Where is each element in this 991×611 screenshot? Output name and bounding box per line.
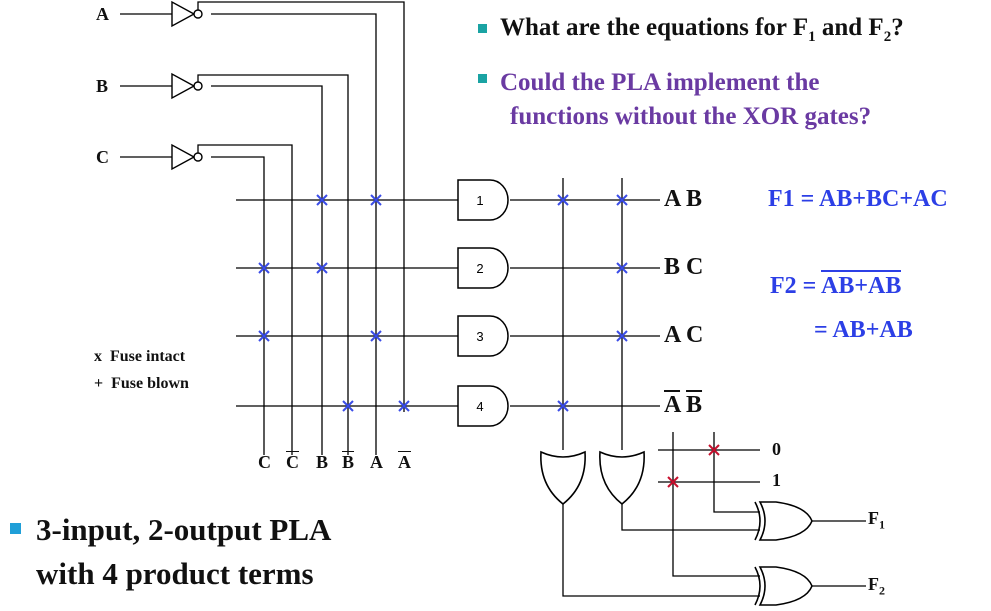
fuse-intact-icon bbox=[616, 194, 628, 206]
fuse-intact-icon bbox=[557, 400, 569, 412]
bullet-icon bbox=[478, 24, 487, 33]
question-1: What are the equations for F1 and F2? bbox=[500, 14, 904, 45]
legend-intact: x Fuse intact bbox=[94, 348, 186, 365]
input-c-label: C bbox=[96, 147, 109, 167]
fuse-intact-icon bbox=[342, 400, 354, 412]
and-gate-3-icon bbox=[457, 315, 509, 357]
equation-f2: F2 = AB+AB bbox=[770, 270, 902, 300]
and-gate-3-label: 3 bbox=[476, 329, 483, 344]
fuse-intact-icon bbox=[616, 262, 628, 274]
and-gate-4-icon bbox=[457, 385, 509, 427]
equation-f1: F1 = AB+BC+AC bbox=[768, 186, 948, 212]
term-ac: A C bbox=[664, 322, 704, 348]
fuse-intact-icon bbox=[557, 194, 569, 206]
or-gate-1-icon bbox=[540, 450, 586, 506]
buffer-b-icon bbox=[171, 72, 196, 100]
col-a-label: A bbox=[370, 452, 383, 472]
term-ab: A B bbox=[664, 186, 703, 212]
fuse-intact-icon bbox=[616, 330, 628, 342]
col-a-bar-label: A bbox=[398, 452, 411, 472]
equation-f2-simplified: = AB+AB bbox=[814, 317, 913, 343]
and-gate-1-icon bbox=[457, 179, 509, 221]
xor-gate-f2-icon bbox=[758, 566, 813, 606]
term-bc: B C bbox=[664, 254, 704, 280]
fuse-xor-icon bbox=[667, 476, 679, 488]
col-c-label: C bbox=[258, 452, 271, 472]
col-b-label: B bbox=[316, 452, 329, 472]
bullet-icon bbox=[10, 523, 21, 534]
buffer-c-icon bbox=[171, 143, 196, 171]
xor-gate-f1-icon bbox=[758, 501, 813, 541]
fuse-intact-icon bbox=[370, 194, 382, 206]
output-f2: F2 bbox=[868, 574, 885, 598]
and-gate-2-label: 2 bbox=[476, 261, 483, 276]
and-gate-1-label: 1 bbox=[476, 193, 483, 208]
fuse-intact-icon bbox=[316, 262, 328, 274]
fuse-xor-icon bbox=[708, 444, 720, 456]
input-b-label: B bbox=[96, 76, 109, 96]
output-f1: F1 bbox=[868, 508, 885, 532]
or-gate-2-icon bbox=[599, 450, 645, 506]
buffer-a-icon bbox=[171, 0, 196, 28]
constant-one: 1 bbox=[772, 470, 781, 490]
input-a-label: A bbox=[96, 4, 109, 24]
legend-blown: + Fuse blown bbox=[94, 375, 189, 392]
and-gate-2-icon bbox=[457, 247, 509, 289]
fuse-intact-icon bbox=[398, 400, 410, 412]
fuse-intact-icon bbox=[258, 330, 270, 342]
and-gate-4-label: 4 bbox=[476, 399, 483, 414]
fuse-intact-icon bbox=[316, 194, 328, 206]
term-abar-bbar: A B bbox=[664, 392, 703, 418]
fuse-intact-icon bbox=[258, 262, 270, 274]
col-b-bar-label: B bbox=[342, 452, 355, 472]
fuse-intact-icon bbox=[370, 330, 382, 342]
col-c-bar-label: C bbox=[286, 452, 299, 472]
constant-zero: 0 bbox=[772, 439, 781, 459]
bullet-icon bbox=[478, 74, 487, 83]
